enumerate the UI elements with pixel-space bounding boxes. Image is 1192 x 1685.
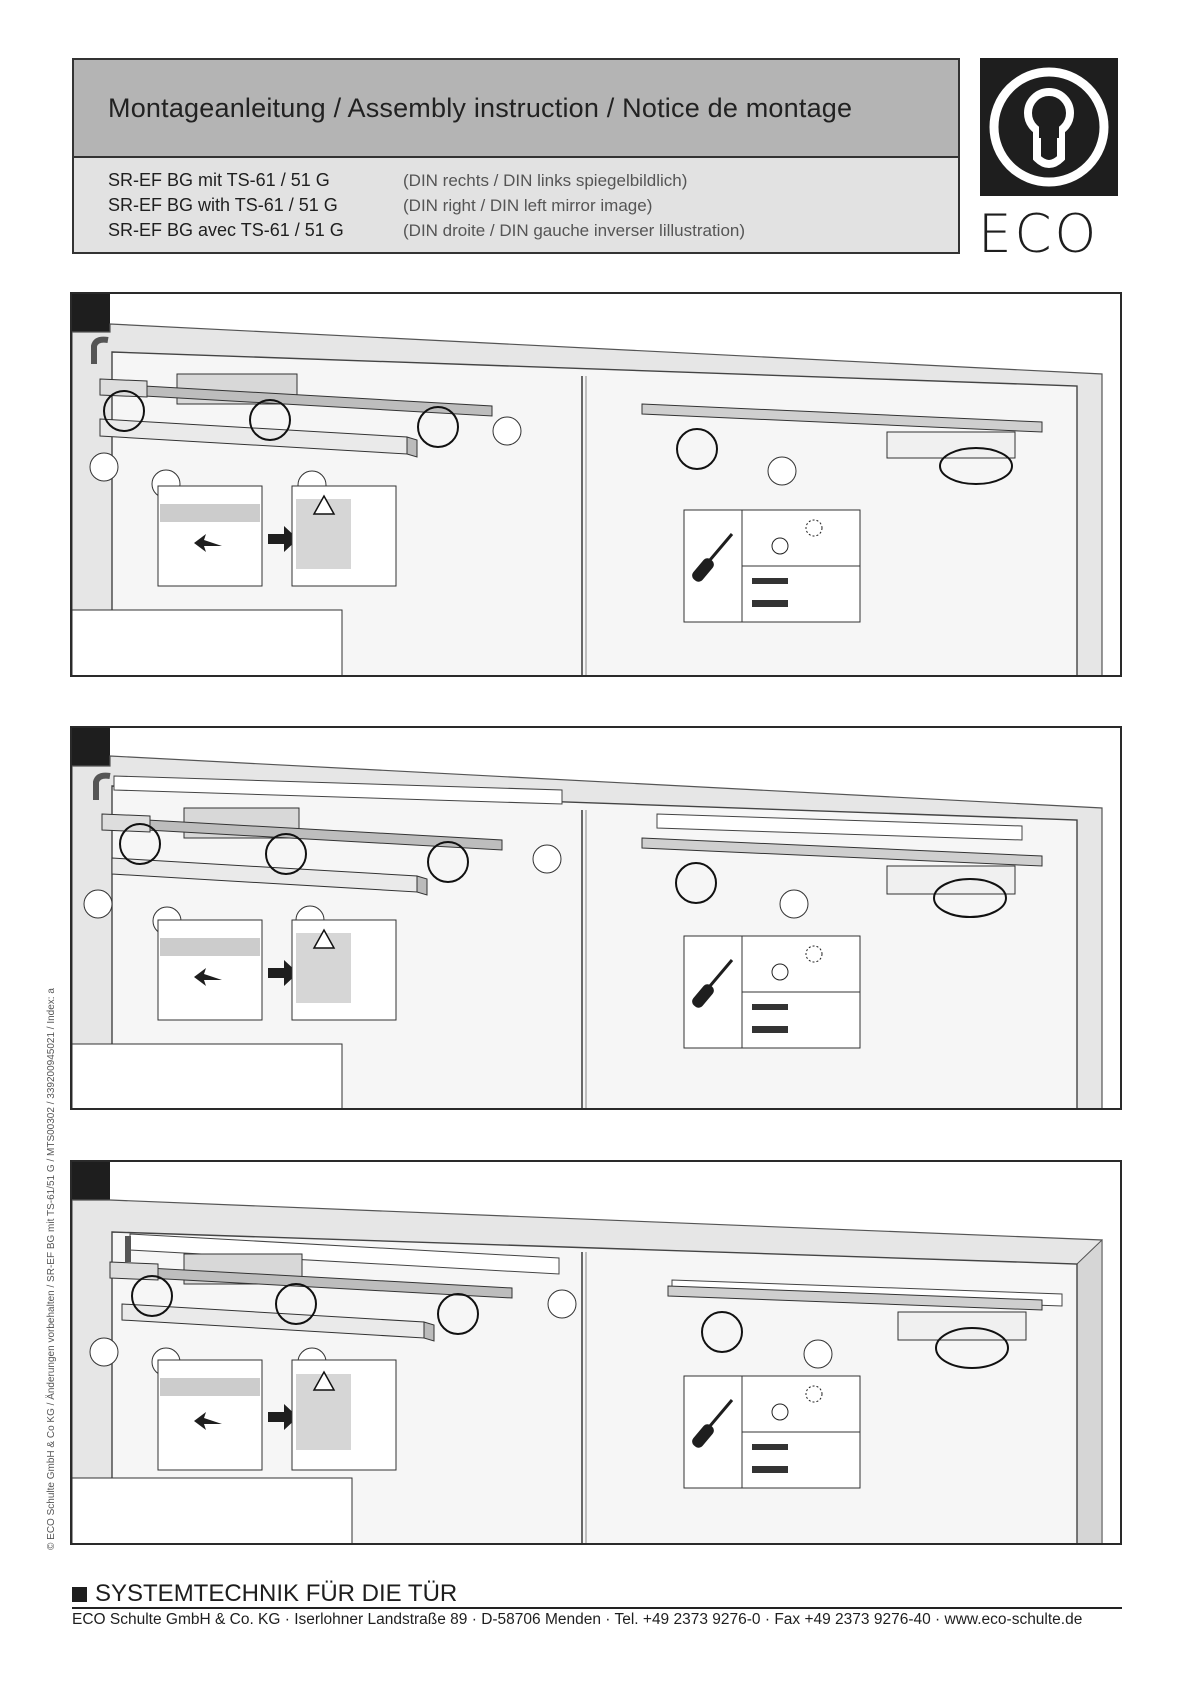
callout-circle bbox=[675, 862, 717, 904]
callout-circle bbox=[437, 1293, 479, 1335]
step-2-illustration bbox=[72, 728, 1103, 1108]
product-note: (DIN droite / DIN gauche inverser lillus… bbox=[403, 220, 746, 240]
callout-circle bbox=[265, 833, 307, 875]
label-circle bbox=[89, 1337, 119, 1367]
side-caption: © ECO Schulte GmbH & Co KG / Änderungen … bbox=[46, 880, 60, 1550]
screw-icon bbox=[771, 963, 789, 981]
header-title-bar: Montageanleitung / Assembly instruction … bbox=[74, 60, 958, 158]
step-badge bbox=[72, 294, 110, 332]
screw-icon bbox=[771, 537, 789, 555]
product-row: SR-EF BG avec TS-61 / 51 G (DIN droite /… bbox=[108, 218, 948, 243]
footer-divider bbox=[72, 1607, 1122, 1609]
info-warning-icon bbox=[312, 494, 336, 515]
callout-circle bbox=[249, 399, 291, 441]
footer-slogan: SYSTEMTECHNIK FÜR DIE TÜR bbox=[95, 1580, 458, 1607]
footer-address: ECO Schulte GmbH & Co. KG · Iserlohner L… bbox=[72, 1611, 1083, 1628]
square-bullet-icon bbox=[72, 1586, 87, 1602]
screw-icon bbox=[752, 1444, 788, 1450]
callout-circle bbox=[275, 1283, 317, 1325]
callout-circle bbox=[131, 1275, 173, 1317]
arrow-icon bbox=[268, 1404, 298, 1430]
label-circle bbox=[492, 416, 522, 446]
callout-ellipse bbox=[939, 447, 1013, 485]
product-name: SR-EF BG mit TS-61 / 51 G bbox=[108, 170, 330, 190]
detail-inset bbox=[157, 1359, 263, 1471]
page-title: Montageanleitung / Assembly instruction … bbox=[108, 92, 853, 123]
step-panel-3 bbox=[70, 1160, 1122, 1545]
label-circle bbox=[547, 1289, 577, 1319]
logo-wordmark: ECO bbox=[978, 204, 1100, 265]
callout-circle bbox=[427, 841, 469, 883]
screw-icon bbox=[752, 1026, 788, 1033]
screw-icon bbox=[771, 1403, 789, 1421]
washer-icon bbox=[805, 945, 823, 963]
mounting-plate bbox=[113, 775, 563, 805]
label-circle bbox=[803, 1339, 833, 1369]
step-panel-2 bbox=[70, 726, 1122, 1110]
info-warning-icon bbox=[312, 928, 336, 949]
info-warning-icon bbox=[312, 1370, 336, 1391]
eco-logo-mark bbox=[980, 58, 1118, 196]
label-circle bbox=[89, 452, 119, 482]
arrow-icon bbox=[194, 1412, 222, 1430]
detail-inset bbox=[157, 485, 263, 587]
callout-circle bbox=[417, 406, 459, 448]
label-circle bbox=[779, 889, 809, 919]
product-row: SR-EF BG with TS-61 / 51 G (DIN right / … bbox=[108, 193, 948, 218]
mounting-plate bbox=[656, 813, 1023, 841]
step-3-illustration bbox=[72, 1162, 1103, 1543]
product-note: (DIN rechts / DIN links spiegelbildlich) bbox=[403, 170, 688, 190]
screw-icon bbox=[752, 1466, 788, 1473]
callout-circle bbox=[676, 428, 718, 470]
washer-icon bbox=[805, 519, 823, 537]
screwdriver-icon bbox=[692, 533, 734, 582]
label-circle bbox=[532, 844, 562, 874]
step-1-illustration bbox=[72, 294, 1103, 675]
header-box: Montageanleitung / Assembly instruction … bbox=[72, 58, 960, 254]
caption-box bbox=[72, 1477, 353, 1543]
product-row: SR-EF BG mit TS-61 / 51 G (DIN rechts / … bbox=[108, 168, 948, 193]
caption-box bbox=[72, 1043, 343, 1108]
product-name: SR-EF BG with TS-61 / 51 G bbox=[108, 195, 338, 215]
label-circle bbox=[83, 889, 113, 919]
callout-circle bbox=[119, 823, 161, 865]
arrow-icon bbox=[268, 526, 298, 552]
arrow-icon bbox=[194, 968, 222, 986]
screw-icon bbox=[752, 578, 788, 584]
screw-icon bbox=[752, 600, 788, 607]
product-note: (DIN right / DIN left mirror image) bbox=[403, 195, 653, 215]
label-circle bbox=[767, 456, 797, 486]
caption-box bbox=[72, 609, 343, 675]
step-badge bbox=[72, 1162, 110, 1200]
screw-icon bbox=[752, 1004, 788, 1010]
callout-ellipse bbox=[935, 1327, 1009, 1369]
washer-icon bbox=[805, 1385, 823, 1403]
copyright-caption: © ECO Schulte GmbH & Co KG / Änderungen … bbox=[46, 988, 57, 1550]
footer-heading: SYSTEMTECHNIK FÜR DIE TÜR bbox=[72, 1580, 457, 1608]
detail-inset bbox=[157, 919, 263, 1021]
screwdriver-icon bbox=[692, 1399, 734, 1448]
lock-cylinder-icon bbox=[989, 67, 1109, 187]
screwdriver-icon bbox=[692, 959, 734, 1008]
step-badge bbox=[72, 728, 110, 766]
arrow-icon bbox=[268, 960, 298, 986]
product-name: SR-EF BG avec TS-61 / 51 G bbox=[108, 220, 344, 240]
callout-circle bbox=[103, 390, 145, 432]
product-list: SR-EF BG mit TS-61 / 51 G (DIN rechts / … bbox=[108, 168, 948, 243]
callout-circle bbox=[701, 1311, 743, 1353]
arrow-icon bbox=[194, 534, 222, 552]
callout-ellipse bbox=[933, 878, 1007, 918]
step-panel-1 bbox=[70, 292, 1122, 677]
